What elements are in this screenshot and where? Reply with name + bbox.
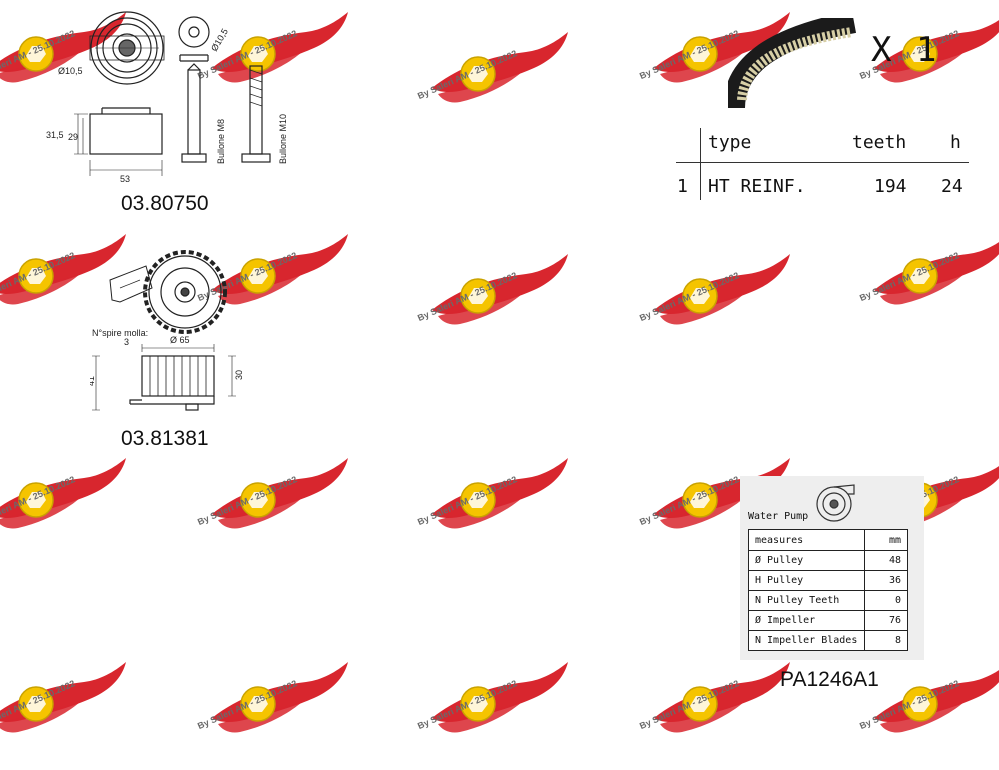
belt-table-divider-h [676, 162, 969, 163]
watermark-logo: By Saleri AM - 25.10.2022 [858, 232, 999, 342]
water-pump-header-label: measures [748, 529, 865, 551]
water-pump-measure-value: 0 [864, 590, 908, 611]
watermark-text: By Saleri AM - 25.10.2022 [416, 678, 519, 732]
watermark-logo: By Saleri AM - 25.10.2022 [196, 456, 350, 566]
winged-logo-icon [874, 670, 999, 733]
winged-logo-icon [0, 662, 126, 733]
tensioner-body-side [74, 107, 163, 176]
tensioner-dim-diameter1: Ø10,5 [58, 66, 83, 76]
idler-spring-label: N°spire molla: [92, 328, 148, 338]
belt-row-teeth: 194 [874, 176, 907, 197]
tensioner-dim-height-outer: 31,5 [46, 130, 64, 140]
watermark-text: By Saleri AM - 25.10.2022 [638, 270, 741, 324]
winged-logo-icon [654, 254, 790, 325]
winged-logo-icon [212, 458, 348, 529]
watermark-text: By Saleri AM - 25.10.2022 [416, 48, 519, 102]
bolt-m8-drawing [181, 63, 207, 163]
timing-belt-drawing [728, 18, 857, 109]
water-pump-measure-value: 76 [864, 610, 908, 631]
watermark-text: By Saleri AM - 25.10.2022 [0, 474, 77, 527]
belt-header-type: type [708, 132, 752, 153]
belt-row-h: 24 [941, 176, 963, 197]
water-pump-measure-value: 8 [864, 630, 908, 651]
watermark-text: By Saleri AM - 25.10.2022 [196, 678, 299, 732]
watermark-logo: By Saleri AM - 25.10.2022 [858, 660, 999, 770]
washer-dim-diameter: Ø10,5 [209, 27, 230, 53]
watermark-text: By Saleri AM - 25.10.2022 [416, 474, 519, 528]
tensioner-dim-width: 53 [120, 174, 130, 184]
winged-logo-icon [432, 458, 568, 529]
watermark-logo: By Saleri AM - 25.10.2022 [416, 456, 570, 566]
belt-quantity: X 1 [871, 30, 939, 70]
watermark-logo: By Saleri AM - 25.10.2022 [638, 660, 792, 770]
idler-front-view [109, 250, 227, 334]
tensioner-dim-height-inner: 29 [68, 132, 78, 142]
watermark-logo: By Saleri AM - 25.10.2022 [416, 252, 570, 362]
bolt-m10-label: Bullone M10 [278, 114, 288, 164]
tensioner-part-code: 03.80750 [121, 192, 209, 215]
belt-row-index: 1 [677, 176, 688, 197]
watermark-text: By Saleri AM - 25.10.2022 [858, 250, 961, 304]
watermark-logo: By Saleri AM - 25.10.2022 [416, 660, 570, 770]
water-pump-measure-label: Ø Pulley [748, 550, 865, 571]
watermark-logo: By Saleri AM - 25.10.2022 [0, 456, 128, 566]
winged-logo-icon [212, 662, 348, 733]
idler-drawing: N°spire molla: 3 Ø 65 41 30 [90, 250, 244, 411]
tensioner-drawing: Ø10,5 Ø10,5 31,5 29 53 Bullone M8 Bullon… [46, 11, 288, 184]
idler-spring-value: 3 [124, 337, 129, 347]
water-pump-measure-value: 48 [864, 550, 908, 571]
watermark-text: By Saleri AM - 25.10.2022 [858, 678, 961, 732]
winged-logo-icon [654, 662, 790, 733]
water-pump-header-unit: mm [864, 529, 908, 551]
winged-logo-icon [874, 242, 999, 305]
idler-dim-diameter: Ø 65 [170, 335, 190, 345]
water-pump-table-header: measures mm [748, 529, 908, 551]
idler-part-code: 03.81381 [121, 427, 209, 450]
watermark-logo: By Saleri AM - 25.10.2022 [638, 252, 792, 362]
watermark-logo: By Saleri AM - 25.10.2022 [0, 660, 128, 770]
winged-logo-icon [432, 254, 568, 325]
water-pump-measure-label: H Pulley [748, 570, 865, 591]
idler-side-view [92, 344, 236, 411]
idler-dim-height-outer: 41 [90, 376, 96, 386]
water-pump-title: Water Pump [748, 511, 809, 522]
belt-table-divider-v [700, 128, 701, 200]
idler-dim-height-inner: 30 [234, 370, 244, 380]
winged-logo-icon [0, 458, 126, 529]
watermark-text: By Saleri AM - 25.10.2022 [0, 678, 77, 731]
water-pump-part-code: PA1246A1 [780, 668, 879, 691]
water-pump-measure-label: N Pulley Teeth [748, 590, 865, 611]
belt-row-type: HT REINF. [708, 176, 806, 197]
water-pump-measure-value: 36 [864, 570, 908, 591]
tensioner-pulley-front [89, 11, 165, 85]
water-pump-measure-label: N Impeller Blades [748, 630, 865, 651]
bolt-m10-drawing [241, 65, 271, 163]
belt-header-h: h [950, 132, 961, 153]
winged-logo-icon [432, 32, 568, 103]
watermark-logo: By Saleri AM - 25.10.2022 [196, 660, 350, 770]
water-pump-measure-label: Ø Impeller [748, 610, 865, 631]
water-pump-icon [816, 484, 855, 522]
watermark-text: By Saleri AM - 25.10.2022 [416, 270, 519, 324]
winged-logo-icon [432, 662, 568, 733]
bolt-m8-label: Bullone M8 [216, 119, 226, 164]
watermark-logo: By Saleri AM - 25.10.2022 [416, 30, 570, 140]
washer-drawing [178, 16, 210, 62]
belt-header-teeth: teeth [852, 132, 907, 153]
watermark-text: By Saleri AM - 25.10.2022 [196, 474, 299, 528]
